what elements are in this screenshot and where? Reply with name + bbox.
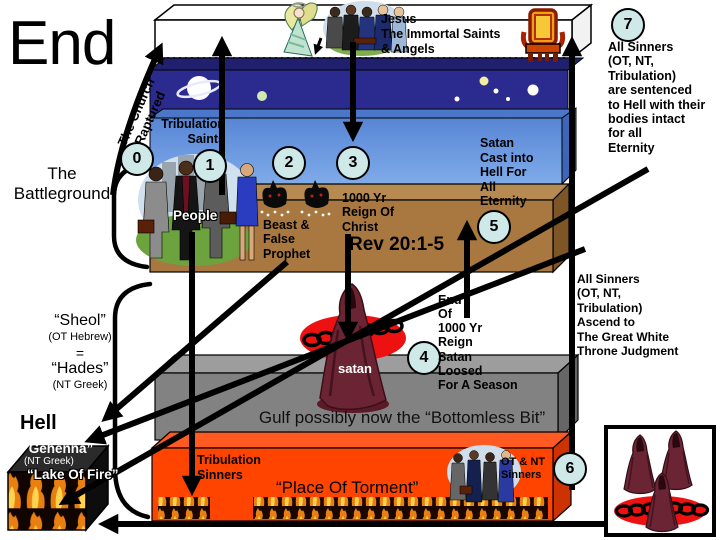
figure	[373, 4, 393, 51]
sheol-bracket	[112, 281, 153, 520]
hades-label: “Hades”	[51, 360, 109, 377]
step-marker-2: 2	[272, 146, 306, 180]
arrow-sentenced-to-hell-2	[58, 166, 650, 506]
figure	[235, 163, 259, 261]
step-number: 7	[623, 16, 633, 33]
gulf-label: Gulf possibly now the “Bottomless Bit”	[258, 408, 546, 427]
step-marker-3: 3	[336, 146, 370, 180]
step-number: 1	[205, 157, 215, 174]
saints-group	[323, 1, 408, 56]
gehenna-label: “Gehenna”	[22, 441, 94, 456]
satan-cast-label: Satan Cast into Hell For All Eternity	[480, 136, 534, 208]
figure	[137, 166, 170, 259]
satan-loosed-label: End Of 1000 Yr Reign Satan Loosed For A …	[438, 293, 518, 392]
figure	[497, 450, 515, 503]
tribulation-sinners-label: Tribulation Sinners	[197, 453, 261, 482]
beast-label: Beast & False Prophet	[263, 218, 311, 261]
hell-label: Hell	[20, 412, 57, 434]
step-marker-5: 5	[477, 210, 511, 244]
figure	[325, 6, 345, 49]
angel-icon	[283, 2, 318, 57]
jesus-saints-label: Jesus The Immortal Saints & Angels	[381, 12, 501, 56]
sinners-group	[447, 445, 521, 503]
beast-false-prophet-icons	[260, 180, 331, 217]
fire-strip	[253, 497, 548, 519]
reign-label: 1000 Yr Reign Of Christ	[342, 191, 395, 234]
people-group	[136, 154, 259, 266]
hades-sub-label: (NT Greek)	[52, 379, 108, 391]
place-of-torment-label: “Place Of Torment”	[276, 478, 419, 497]
stars	[257, 76, 539, 102]
step-marker-1: 1	[193, 149, 227, 183]
slide-title: End	[8, 9, 116, 78]
otnt-sinners-label: OT & NT Sinners	[501, 456, 545, 481]
rev-label: Rev 20:1-5	[349, 234, 445, 255]
satan-judgment-box	[604, 425, 716, 537]
lake-of-fire-label: “Lake Of Fire”	[27, 467, 119, 482]
step-number: 3	[348, 154, 358, 171]
step-number: 5	[489, 218, 499, 235]
step-marker-0: 0	[120, 142, 154, 176]
people-label: People	[173, 208, 218, 223]
equals-label: =	[75, 345, 85, 361]
tribulation-saints-label: Tribulation Saints	[161, 117, 225, 146]
step-number: 2	[284, 154, 294, 171]
gehenna-sub-label: (NT Greek)	[24, 456, 74, 467]
sentenced-label: All Sinners (OT, NT, Tribulation) are se…	[608, 40, 706, 155]
step-marker-4: 4	[407, 341, 441, 375]
ascend-label: All Sinners (OT, NT, Tribulation) Ascend…	[577, 272, 679, 358]
arrow-angel-small	[313, 37, 324, 55]
satan-label: satan	[338, 361, 372, 376]
arrow-rapture-up	[110, 42, 164, 196]
sheol-label: “Sheol”	[54, 312, 106, 329]
fire-strip	[158, 497, 210, 519]
step-marker-7: 7	[611, 8, 645, 42]
battleground-label: The Battleground	[13, 164, 111, 203]
step-number: 6	[565, 460, 575, 477]
step-marker-6: 6	[553, 452, 587, 486]
chained-satan-figures	[614, 430, 710, 533]
throne-icon	[520, 8, 566, 62]
figure	[390, 6, 408, 53]
hell-cube	[6, 443, 110, 533]
step-number: 0	[132, 150, 142, 167]
sheol-sub-label: (OT Hebrew)	[48, 331, 112, 343]
step-number: 4	[419, 349, 429, 366]
arrow-beast-to-hell	[101, 259, 289, 422]
